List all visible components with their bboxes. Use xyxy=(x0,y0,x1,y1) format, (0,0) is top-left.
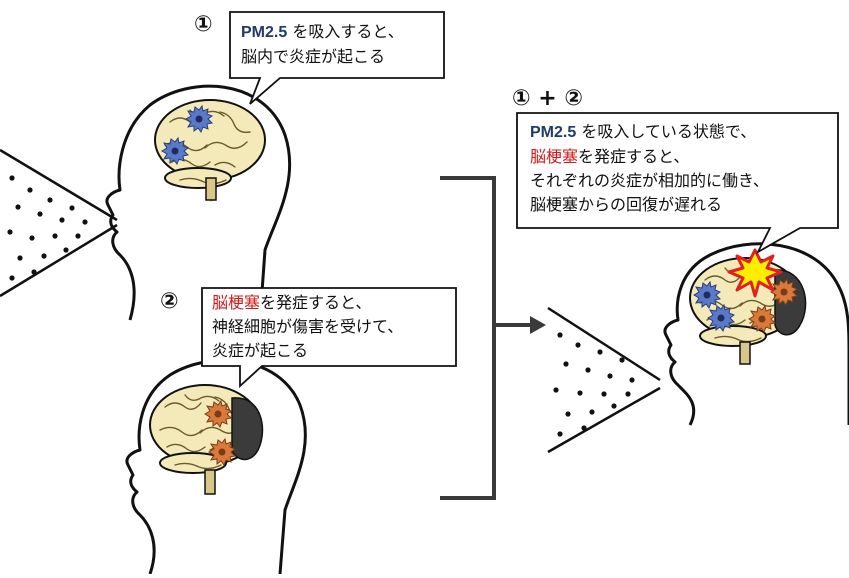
step-marker-1: ① xyxy=(194,12,213,37)
bubble-2-line-2: 神経細胞が傷害を受けて、 xyxy=(212,317,404,336)
pm25-label: PM2.5 xyxy=(530,124,577,141)
bubble-3-line-2: を発症すると、 xyxy=(578,147,690,166)
bracket-arrow-icon xyxy=(440,176,530,500)
bubble-3 xyxy=(516,112,839,255)
step-marker-2: ② xyxy=(160,289,179,314)
bubble-2-line-3: 炎症が起こる xyxy=(212,341,309,360)
bubble-1 xyxy=(229,11,445,105)
bubble-3-text: PM2.5 を吸入している状態で、 脳梗塞を発症すると、 それぞれの炎症が相加的… xyxy=(530,120,769,217)
explosion-icon xyxy=(727,248,783,298)
bubble-3-line-4: 脳梗塞からの回復が遅れる xyxy=(530,195,723,214)
bubble-1-text: PM2.5 を吸入すると、 脳内で炎症が起こる xyxy=(241,20,404,69)
bubble-1-line-2: 脳内で炎症が起こる xyxy=(241,47,386,66)
stroke-label: 脳梗塞 xyxy=(212,293,261,312)
bubble-3-line-1: を吸入している状態で、 xyxy=(576,122,757,141)
particle-cone-icon xyxy=(547,306,661,454)
bubble-3-line-3: それぞれの炎症が相加的に働き、 xyxy=(530,171,769,190)
particle-cone-icon xyxy=(0,148,118,298)
arrow-head-icon xyxy=(530,316,546,334)
pm25-label: PM2.5 xyxy=(241,24,288,41)
bubble-2 xyxy=(201,287,457,389)
bubble-1-line-1: を吸入すると、 xyxy=(287,22,404,41)
bubble-2-line-1: を発症すると、 xyxy=(260,293,372,312)
bubble-2-text: 脳梗塞を発症すると、 神経細胞が傷害を受けて、 炎症が起こる xyxy=(212,291,403,363)
stroke-label: 脳梗塞 xyxy=(530,147,579,166)
step-marker-combined: ① + ② xyxy=(512,86,584,111)
